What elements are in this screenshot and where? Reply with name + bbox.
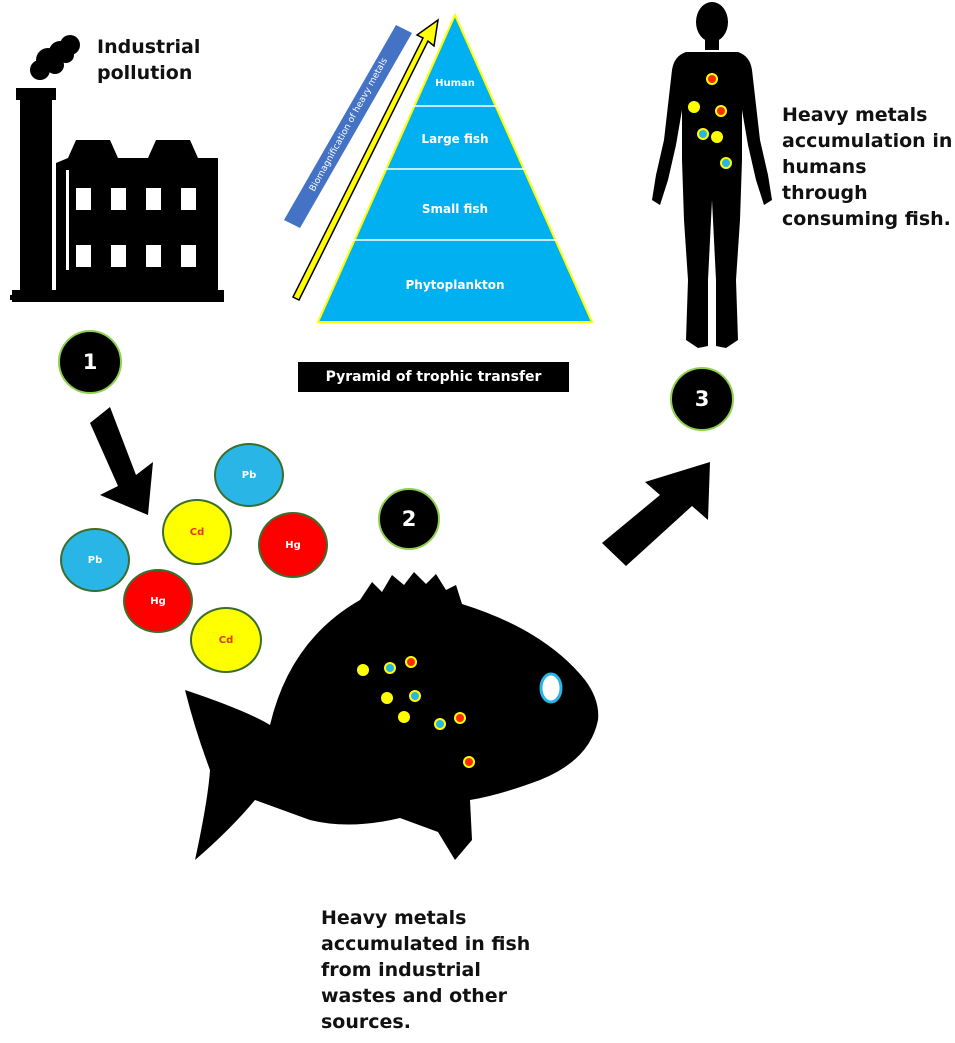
metal-lead-circle: Pb <box>60 528 130 592</box>
fish-accumulation-caption: Heavy metals accumulated in fish from in… <box>321 905 541 1035</box>
step-3-badge: 3 <box>670 367 734 431</box>
metal-mercury-circle: Hg <box>258 512 328 578</box>
step-2-badge: 2 <box>378 488 440 550</box>
human-accumulation-caption: Heavy metals accumulation in humans thro… <box>782 102 955 232</box>
pyramid-level-large-fish: Large fish <box>395 132 515 146</box>
arrow-up-right-icon <box>602 462 710 566</box>
industrial-pollution-caption: Industrial pollution <box>97 34 237 86</box>
pyramid-caption: Pyramid of trophic transfer <box>298 362 569 392</box>
metal-lead-circle: Pb <box>214 443 284 507</box>
human-silhouette-icon <box>652 2 772 348</box>
metal-cadmium-circle: Cd <box>190 607 262 673</box>
metal-cadmium-circle: Cd <box>162 499 232 565</box>
step-1-badge: 1 <box>58 330 122 394</box>
arrow-down-right-icon <box>90 407 153 515</box>
fish-eye <box>541 674 561 702</box>
metal-mercury-circle: Hg <box>123 569 193 633</box>
pyramid-level-small-fish: Small fish <box>385 202 525 216</box>
pyramid-level-phytoplankton: Phytoplankton <box>375 278 535 292</box>
pyramid-level-human: Human <box>405 78 505 89</box>
